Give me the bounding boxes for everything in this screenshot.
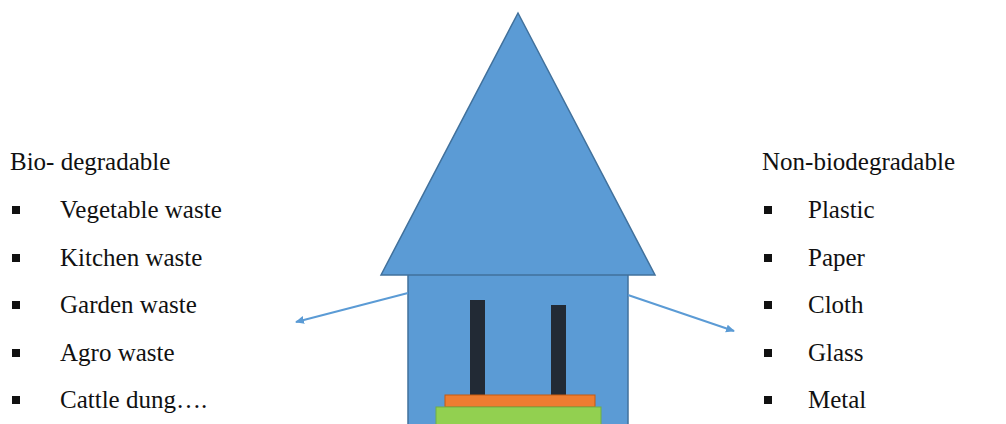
green-base xyxy=(436,407,601,424)
orange-bar xyxy=(445,395,595,407)
bullets xyxy=(12,206,772,404)
bullet xyxy=(764,206,772,214)
house-roof xyxy=(381,13,655,275)
arrow-right xyxy=(628,295,734,331)
list-item: Agro waste xyxy=(60,338,175,368)
list-item: Cloth xyxy=(808,290,864,320)
pipe xyxy=(470,300,485,396)
bullet xyxy=(12,254,20,262)
list-item: Garden waste xyxy=(60,290,197,320)
list-item: Kitchen waste xyxy=(60,243,202,273)
category-heading: Non-biodegradable xyxy=(762,147,955,177)
bullet xyxy=(764,254,772,262)
list-item: Metal xyxy=(808,385,866,415)
pipe xyxy=(551,305,566,397)
bullet xyxy=(12,206,20,214)
bullet xyxy=(12,396,20,404)
bullet xyxy=(764,349,772,357)
bullet xyxy=(12,349,20,357)
list-item: Glass xyxy=(808,338,864,368)
arrow-left xyxy=(296,293,408,322)
bullet xyxy=(764,301,772,309)
house-body xyxy=(408,274,628,424)
list-item: Plastic xyxy=(808,195,875,225)
list-item: Paper xyxy=(808,243,865,273)
list-item: Vegetable waste xyxy=(60,195,222,225)
list-item: Cattle dung…. xyxy=(60,385,207,415)
bullet xyxy=(764,396,772,404)
category-heading: Bio- degradable xyxy=(10,147,170,177)
bullet xyxy=(12,301,20,309)
